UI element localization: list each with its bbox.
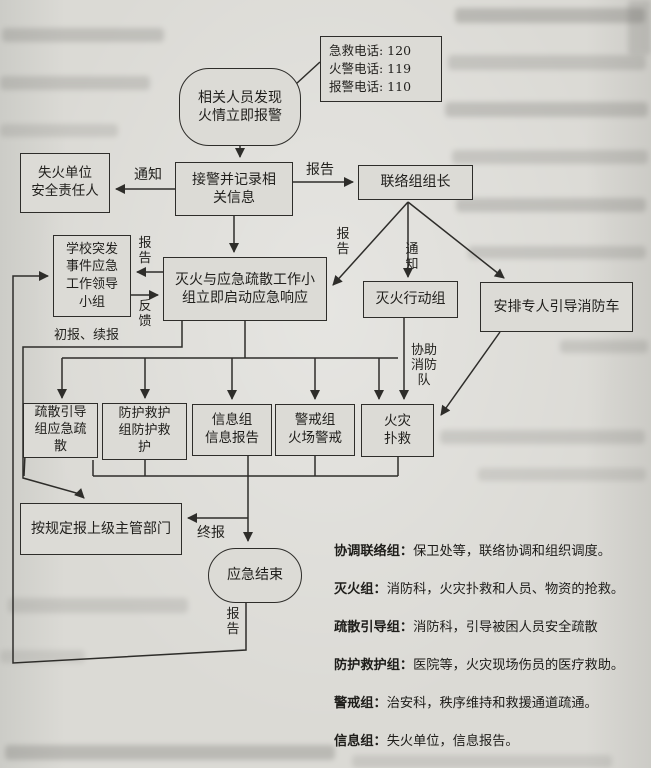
edge-label-report-to-leader: 报 告 <box>138 236 152 266</box>
edge-label-initial-continue-report: 初报、续报 <box>54 328 120 343</box>
receive-record-box: 接警并记录相 关信息 <box>175 162 293 216</box>
bleed-through-text <box>478 468 646 481</box>
leadership-group-box: 学校突发 事件应急 工作领导 小组 <box>53 235 131 317</box>
bleed-through-text <box>456 198 646 212</box>
legend-term: 警戒组： <box>334 696 387 711</box>
legend-item-protection-rescue: 防护救护组：医院等，火灾现场伤员的医疗救助。 <box>334 654 624 673</box>
bleed-through-text <box>560 340 648 353</box>
legend-term: 协调联络组： <box>334 544 414 559</box>
edge-label-report-diagonal: 报 告 <box>336 227 350 257</box>
report-superior-box: 按规定报上级主管部门 <box>20 503 182 555</box>
legend-desc: 医院等，火灾现场伤员的医疗救助。 <box>413 658 625 673</box>
liaison-leader-box: 联络组组长 <box>358 165 473 200</box>
legend-term: 疏散引导组： <box>334 620 414 635</box>
legend-item-information: 信息组：失火单位，信息报告。 <box>334 730 519 749</box>
edge-label-report-end: 报 告 <box>226 607 240 637</box>
edge-label-feedback: 反 馈 <box>138 299 152 329</box>
legend-desc: 消防科，火灾扑救和人员、物资的抢救。 <box>386 582 625 597</box>
edge-label-report: 报告 <box>306 162 334 178</box>
bleed-through-text <box>352 755 612 768</box>
legend-desc: 保卫处等，联络协调和组织调度。 <box>413 544 611 559</box>
edge-label-notify-down: 通 知 <box>405 242 419 272</box>
legend-desc: 失火单位，信息报告。 <box>386 734 519 749</box>
bleed-through-text <box>440 430 645 444</box>
guide-fire-truck-box: 安排专人引导消防车 <box>480 282 633 332</box>
edge-label-notify: 通知 <box>134 167 162 183</box>
legend-desc: 消防科，引导被困人员安全疏散 <box>413 620 598 635</box>
response-group-box: 灭火与应急疏散工作小 组立即启动应急响应 <box>163 257 327 321</box>
bleed-through-text <box>445 102 648 117</box>
protection-rescue-group-box: 防护救护 组防护救 护 <box>102 403 187 460</box>
bleed-through-text <box>0 76 150 90</box>
alert-group-box: 警戒组 火场警戒 <box>275 404 355 456</box>
evacuation-group-box: 疏散引导 组应急疏 散 <box>23 403 98 458</box>
emergency-phones-box: 急救电话: 120 火警电话: 119 报警电话: 110 <box>320 36 442 102</box>
bleed-through-text <box>448 55 646 70</box>
bleed-through-text <box>452 150 648 164</box>
bleed-through-text <box>468 246 646 259</box>
bleed-through-text <box>628 0 651 55</box>
legend-term: 灭火组： <box>334 582 387 597</box>
edge-label-assist-fire-brigade: 协助 消防 队 <box>410 343 437 388</box>
fire-unit-responsible-box: 失火单位 安全责任人 <box>20 153 110 213</box>
bleed-through-text <box>5 745 335 760</box>
legend-term: 防护救护组： <box>334 658 414 673</box>
edge-label-final-report: 终报 <box>197 525 225 541</box>
legend-desc: 治安科，秩序维持和救援通道疏通。 <box>386 696 598 711</box>
fire-action-group-box: 灭火行动组 <box>363 281 458 318</box>
bleed-through-text <box>2 28 164 42</box>
legend-item-evacuation: 疏散引导组：消防科，引导被困人员安全疏散 <box>334 616 598 635</box>
start-node: 相关人员发现 火情立即报警 <box>179 68 301 146</box>
bleed-through-text <box>0 124 118 137</box>
legend-item-coordination: 协调联络组：保卫处等，联络协调和组织调度。 <box>334 540 611 559</box>
legend-item-fire-fighting: 灭火组：消防科，火灾扑救和人员、物资的抢救。 <box>334 578 624 597</box>
legend-term: 信息组： <box>334 734 387 749</box>
information-group-box: 信息组 信息报告 <box>192 404 272 456</box>
end-node: 应急结束 <box>208 548 302 603</box>
legend-item-alert: 警戒组：治安科，秩序维持和救援通道疏通。 <box>334 692 598 711</box>
bleed-through-text <box>455 8 645 23</box>
bleed-through-text <box>8 598 188 613</box>
fire-fighting-box: 火灾 扑救 <box>361 404 434 457</box>
